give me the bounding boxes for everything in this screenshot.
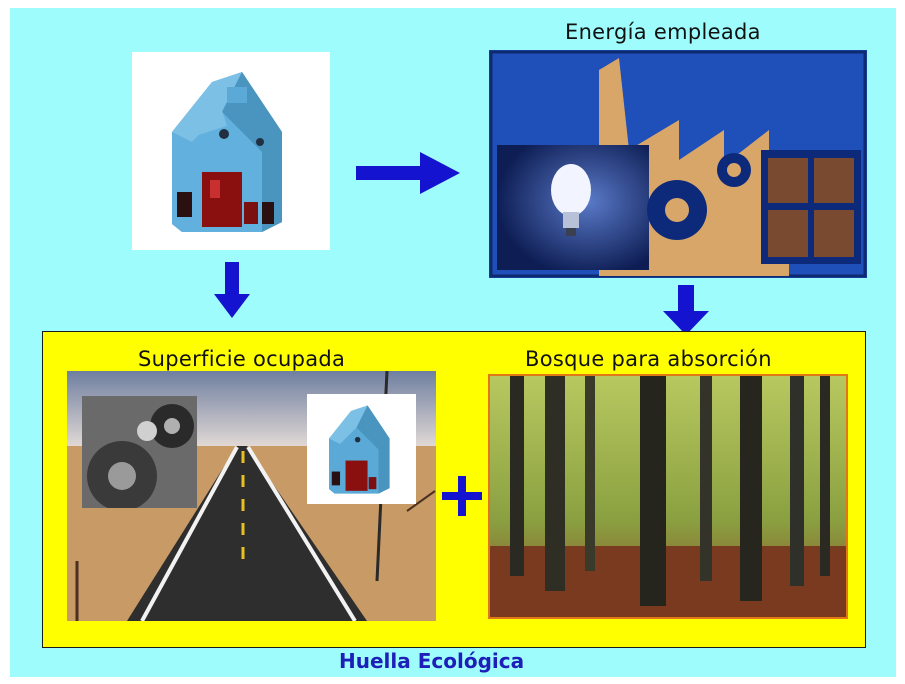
- house-image: [132, 52, 330, 250]
- gears-icon: [82, 396, 197, 508]
- paper-house-icon: [172, 72, 282, 232]
- energy-image: [489, 50, 867, 278]
- arrow-down-right-icon: [663, 285, 709, 335]
- small-house-image: [307, 394, 416, 504]
- forest-image: [488, 374, 848, 619]
- factory-lightbulb-gears-illustration: [489, 50, 867, 278]
- arrow-down-left-icon: [214, 262, 250, 318]
- machine-gears-photo: [82, 396, 197, 508]
- plus-icon: [442, 476, 482, 516]
- arrow-right-icon: [356, 152, 460, 194]
- small-paper-house-icon: [329, 405, 390, 494]
- forest-photo: [490, 376, 846, 617]
- forest-title: Bosque para absorción: [525, 347, 772, 371]
- energy-title: Energía empleada: [565, 20, 761, 44]
- footer-title: Huella Ecológica: [339, 649, 525, 673]
- surface-title: Superficie ocupada: [138, 347, 346, 371]
- surface-image: [67, 371, 436, 621]
